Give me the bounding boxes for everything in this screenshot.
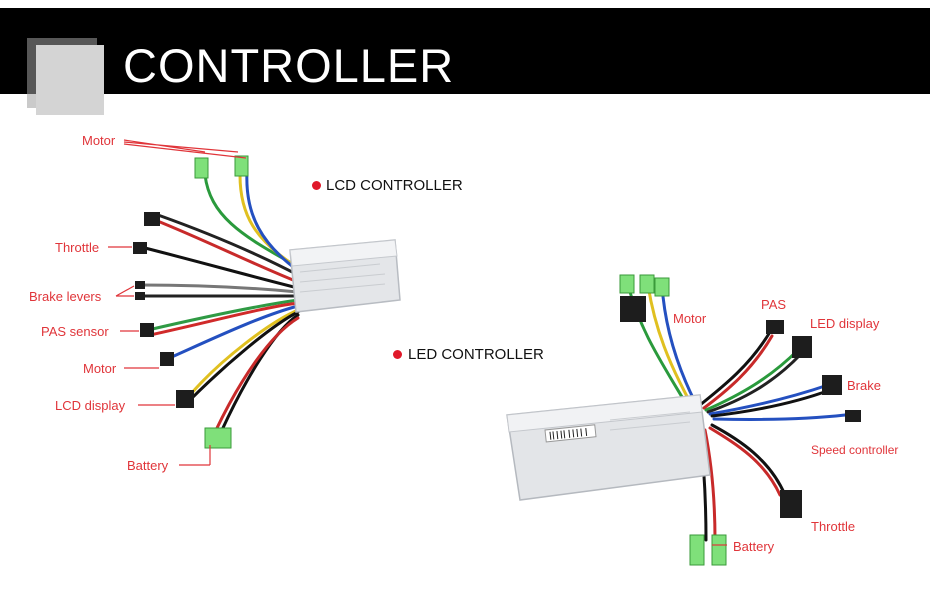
led-section-label: LED CONTROLLER [408, 346, 544, 363]
header-banner [0, 8, 930, 94]
led-label-pas: PAS [761, 297, 787, 312]
led-controller-image [506, 274, 861, 566]
led-label-speed-controller: Speed controller [811, 443, 899, 457]
lcd-section-label: LCD CONTROLLER [326, 177, 463, 194]
lcd-label-motor: Motor [83, 361, 117, 376]
lcd-label-battery: Battery [127, 458, 169, 473]
lcd-label-motor-top: Motor [82, 133, 116, 148]
lcd-controller-image [108, 139, 401, 466]
lcd-label-pas-sensor: PAS sensor [41, 324, 109, 339]
lcd-label-lcd-display: LCD display [55, 398, 126, 413]
led-label-throttle: Throttle [811, 519, 856, 534]
led-bullet-icon [393, 350, 402, 359]
led-label-battery: Battery [733, 539, 775, 554]
lcd-bullet-icon [312, 181, 321, 190]
led-label-motor: Motor [673, 311, 707, 326]
page-title: CONTROLLER [123, 39, 455, 92]
lcd-label-brake-levers: Brake levers [29, 289, 102, 304]
banner-decor-square-front [36, 45, 104, 115]
lcd-label-throttle: Throttle [55, 240, 100, 255]
led-label-brake: Brake [847, 378, 881, 393]
led-label-led-display: LED display [810, 316, 880, 331]
